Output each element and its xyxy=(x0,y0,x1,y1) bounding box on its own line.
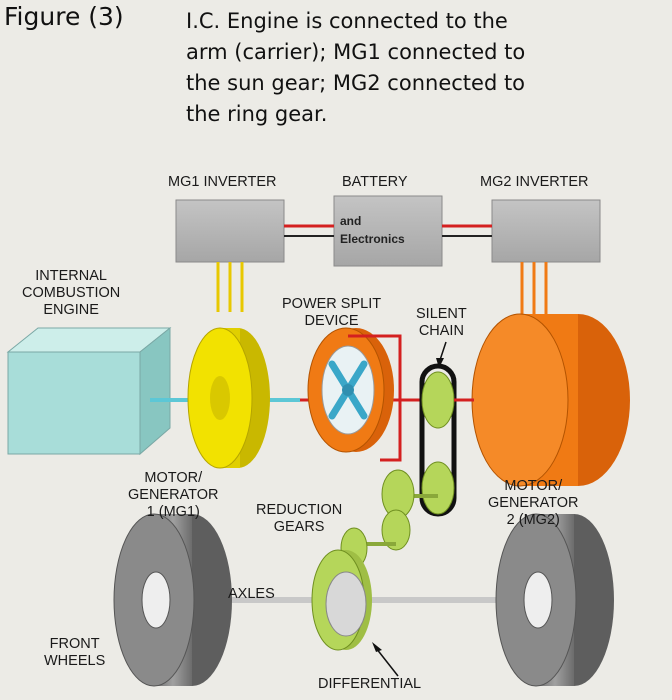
differential-gear xyxy=(311,549,399,677)
battery-label: BATTERY xyxy=(342,174,408,190)
silent-chain xyxy=(419,363,457,517)
mg1-cables xyxy=(216,262,244,312)
mg1-label: MOTOR/ GENERATOR 1 (MG1) xyxy=(128,470,219,520)
front-wheel-right xyxy=(495,513,614,687)
mg1-inverter-label: MG1 INVERTER xyxy=(168,174,277,190)
power-wires xyxy=(284,224,492,237)
silent-chain-label: SILENT CHAIN xyxy=(416,306,467,339)
mg2-inverter-box xyxy=(491,199,601,263)
mg2-motor xyxy=(471,313,630,487)
front-wheel-left xyxy=(113,513,232,687)
reduction-gears-label: REDUCTION GEARS xyxy=(256,502,343,535)
power-split-device xyxy=(307,327,394,453)
carrier-link xyxy=(348,334,402,462)
reduction-gears xyxy=(340,469,438,569)
engine-block xyxy=(6,326,172,456)
mg1-inverter-box xyxy=(175,199,285,263)
mg1-motor xyxy=(187,327,270,469)
figure-label: Figure (3) xyxy=(4,2,124,31)
differential-label: DIFFERENTIAL xyxy=(318,676,422,692)
front-wheels-label: FRONT WHEELS xyxy=(44,636,106,669)
power-split-label: POWER SPLIT DEVICE xyxy=(282,296,382,329)
axles-label: AXLES xyxy=(228,586,275,602)
mg2-cables xyxy=(520,262,548,318)
mg2-label: MOTOR/ GENERATOR 2 (MG2) xyxy=(488,478,579,528)
figure-caption: I.C. Engine is connected to the arm (car… xyxy=(186,9,526,126)
mg2-inverter-label: MG2 INVERTER xyxy=(480,174,589,190)
engine-label: INTERNAL COMBUSTION ENGINE xyxy=(22,268,121,318)
battery-sub-label: and Electronics xyxy=(340,214,405,246)
battery-box xyxy=(333,195,443,267)
